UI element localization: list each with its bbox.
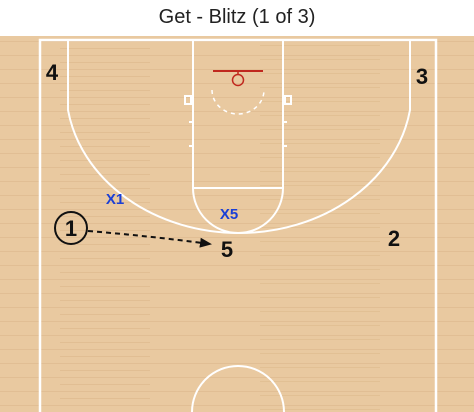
offense-player-4: 4 [46, 60, 59, 85]
offense-player-5: 5 [221, 237, 233, 262]
offense-player-1: 1 [65, 216, 77, 241]
defense-player-x1: X1 [106, 191, 124, 208]
diagram-title: Get - Blitz (1 of 3) [158, 6, 316, 28]
offense-player-3: 3 [416, 64, 428, 89]
offense-player-2: 2 [388, 226, 400, 251]
offense-player-1-circle [54, 211, 88, 245]
rim [231, 73, 245, 87]
restricted-area [211, 89, 265, 115]
free-throw-lane [192, 39, 284, 189]
court-floor [0, 36, 474, 412]
center-circle [191, 365, 285, 412]
free-throw-circle [192, 187, 284, 234]
lane-hash-marks [184, 95, 292, 147]
defense-player-x5: X5 [220, 206, 238, 223]
pass-arrow-1-to-5 [87, 230, 212, 248]
